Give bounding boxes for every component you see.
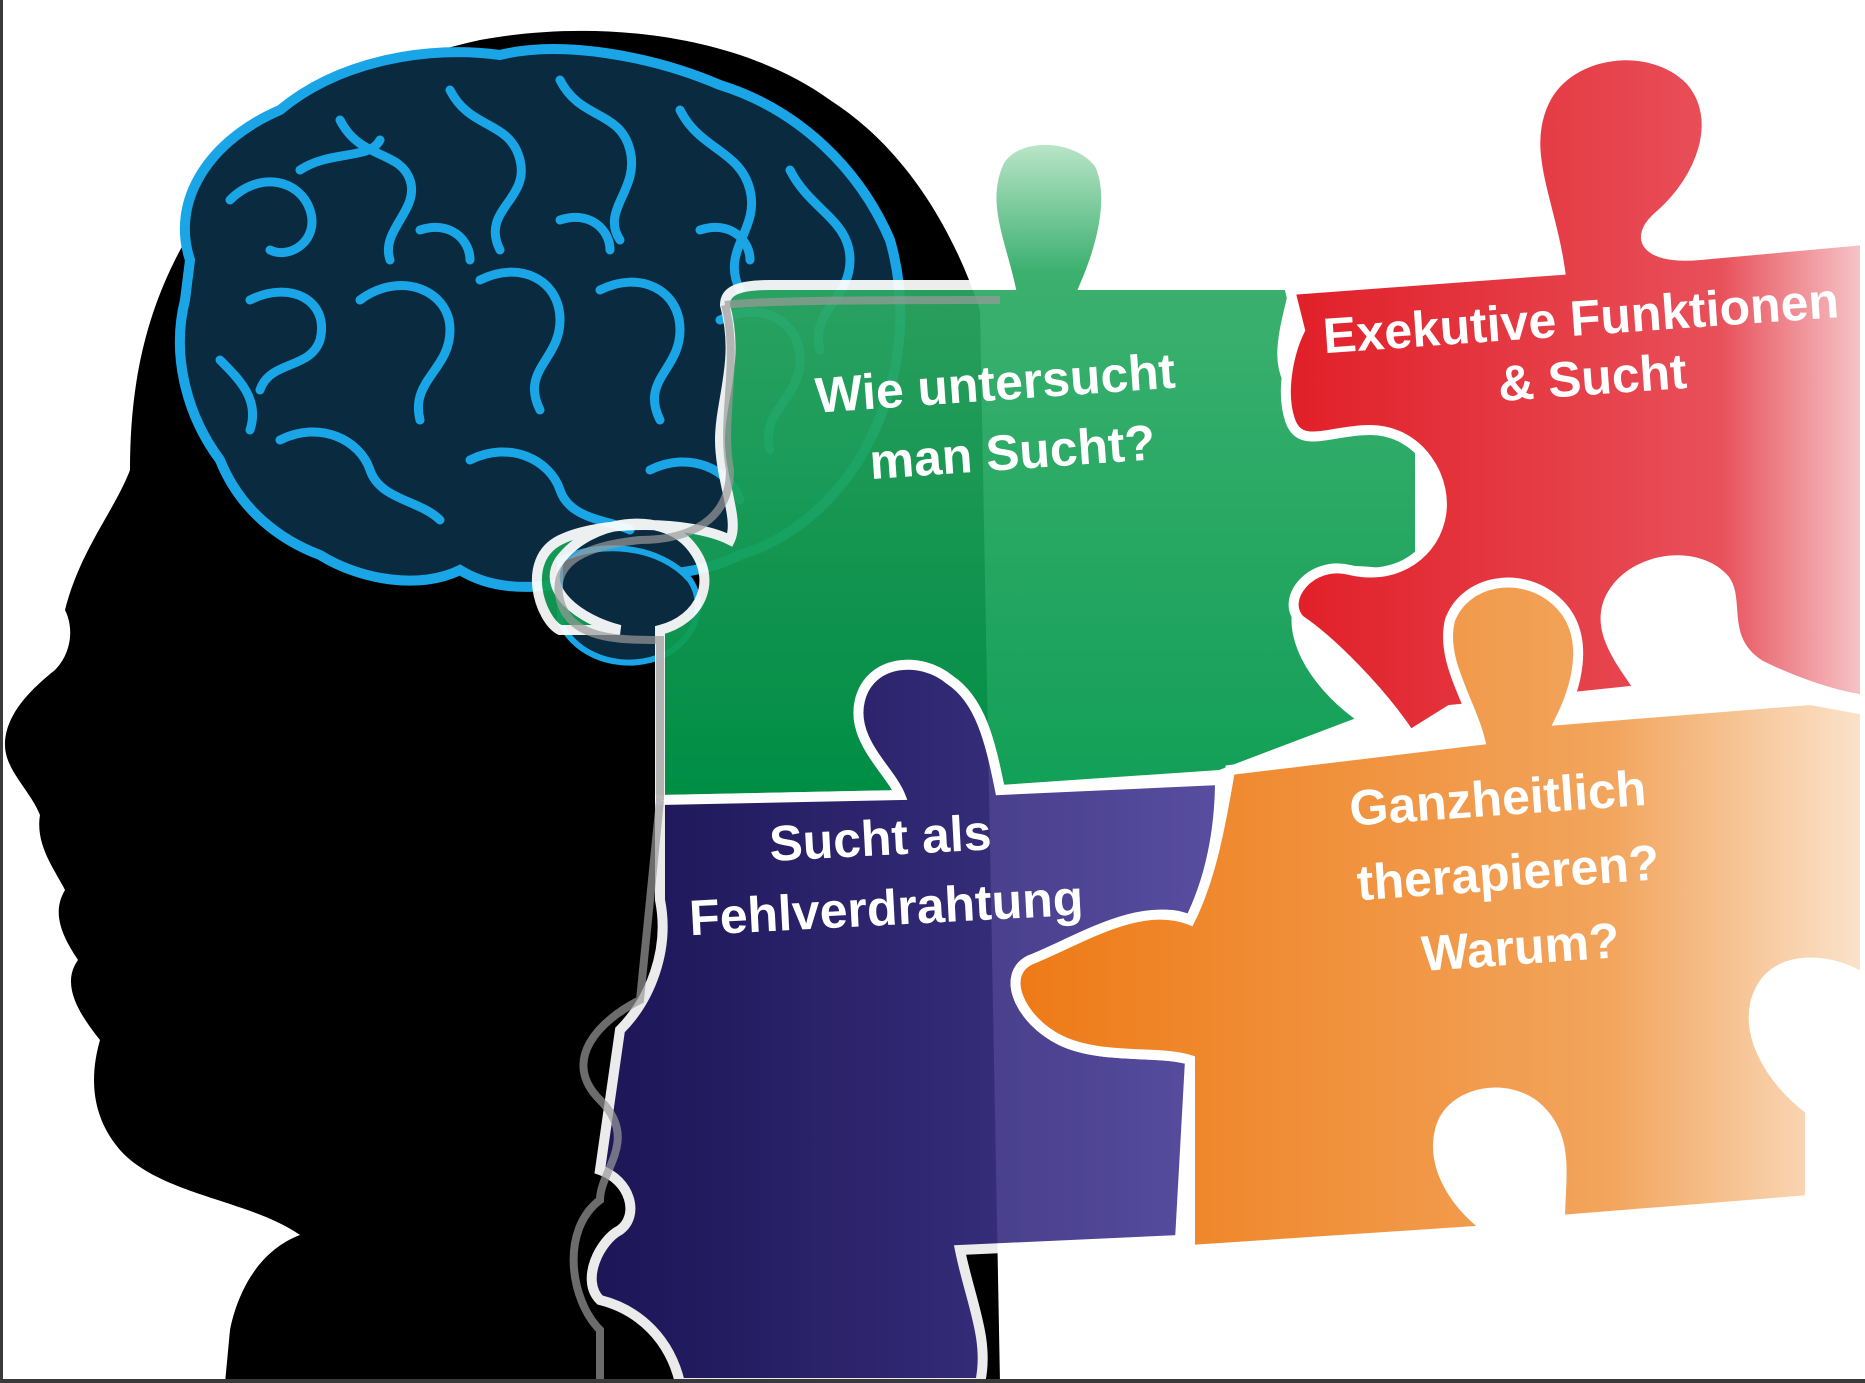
red-label: Exekutive Funktionen & Sucht [1321,272,1849,424]
bottom-border-line [0,1379,1865,1383]
left-border-line [0,0,3,1383]
purple-label: Sucht als Fehlverdrahtung [684,800,1085,946]
green-piece-grey-outline [554,296,1001,800]
puzzle-piece-orange [1010,577,1865,1256]
orange-label: Ganzheitlich therapieren? Warum? [1348,759,1671,986]
purple-piece-grey-outline [569,799,664,1383]
puzzle-piece-red [1280,50,1865,742]
green-label: Wie untersucht man Sucht? [813,342,1186,493]
